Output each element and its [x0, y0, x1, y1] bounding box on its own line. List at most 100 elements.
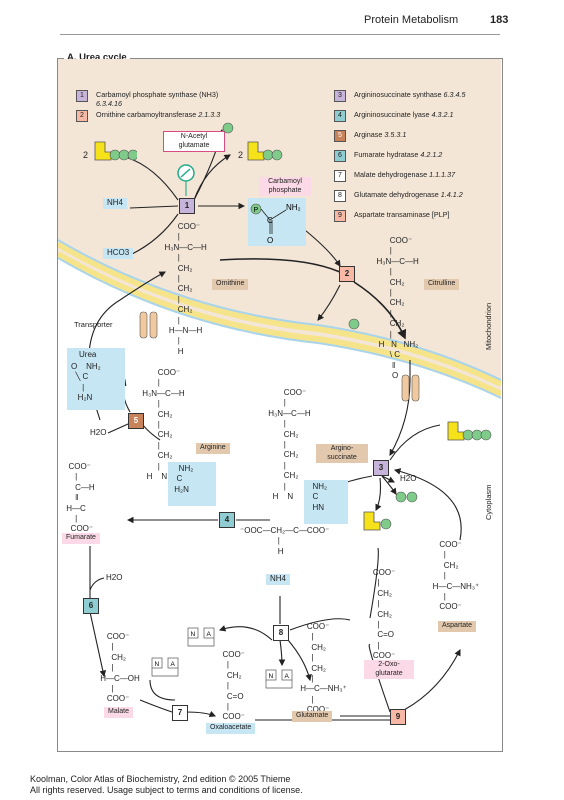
transporter-label: Transporter	[74, 320, 113, 329]
legend-swatch-6: 6	[334, 150, 346, 162]
hco3-input: HCO3	[103, 248, 134, 259]
nad-a-text: A	[171, 661, 176, 668]
urea-label: Urea	[79, 350, 97, 359]
enzyme-3-box: 3	[373, 460, 389, 476]
section-title: A. Urea cycle	[64, 52, 130, 63]
legend-4-ec: 4.3.2.1	[431, 110, 454, 119]
ornithine-label: Ornithine	[212, 279, 249, 290]
mitochondrion-label: Mitochondrion	[484, 302, 493, 350]
enzyme-6-box: 6	[83, 598, 99, 614]
legend-6: Fumarate hydratase 4.2.1.2	[354, 150, 442, 159]
activator-icon	[177, 164, 195, 182]
legend-swatch-5: 5	[334, 130, 346, 142]
citrulline-structure: COO⁻ | H₃N—C—H | CH₂ | CH₂ | CH₂ | H N N…	[376, 236, 419, 381]
enzyme-4-box: 4	[219, 512, 235, 528]
legend-7: Malate dehydrogenase 1.1.1.37	[354, 170, 455, 179]
enzyme-7-box: 7	[172, 705, 188, 721]
fumarate-structure: COO⁻ | C—H ‖ H—C | COO⁻	[66, 462, 95, 534]
two-atp-left-count: 2	[83, 150, 89, 160]
nadh-icon-top: N A	[187, 627, 215, 647]
legend-swatch-1: 1	[76, 90, 88, 102]
h2o-fumarase: H2O	[106, 573, 123, 582]
legend-swatch-3: 3	[334, 90, 346, 102]
aspartate-structure: COO⁻ | CH₂ | H—C—NH₃⁺ | COO⁻	[432, 540, 480, 612]
nad-bottom-n-text: N	[269, 673, 274, 680]
nh4-glutamate: NH4	[266, 574, 291, 585]
nh4-input: NH4	[103, 198, 128, 209]
oxoglutarate-structure: COO⁻ | CH₂ | CH₂ | C=O | COO⁻	[372, 568, 396, 661]
enzyme-1-box: 1	[179, 198, 195, 214]
carbamoyl-phosphate-structure: P NH₂ O C	[248, 198, 306, 246]
legend-5-ec: 3.5.3.1	[384, 130, 407, 139]
argininosuccinate-label: Argino-succinate	[316, 444, 368, 463]
enzyme-8-box: 8	[273, 625, 289, 641]
argininosuccinate-structure: COO⁻ | H₃N—C—H | CH₂ | CH₂ | CH₂ | H N	[268, 388, 311, 502]
carbamoyl-phosphate-label: Carbamoyl phosphate	[259, 177, 311, 196]
legend-1-ec: 6.3.4.16	[96, 99, 122, 108]
footer-copyright: Koolman, Color Atlas of Biochemistry, 2n…	[30, 774, 291, 784]
citrulline-label: Citrulline	[424, 279, 460, 290]
legend-3-name: Argininosuccinate synthase	[354, 90, 442, 99]
nad-icon-left: N A	[151, 657, 179, 677]
running-head: Protein Metabolism	[364, 14, 459, 26]
page-number: 183	[490, 14, 509, 26]
legend-3: Argininosuccinate synthase 6.3.4.5	[354, 90, 465, 99]
urea-box: Urea O NH₂ ╲ C | H₂N	[67, 348, 125, 410]
nad-bottom-a-text: A	[285, 673, 290, 680]
legend-1: Carbamoyl phosphate synthase (NH3)	[96, 90, 218, 99]
arginine-structure: COO⁻ | H₃N—C—H | CH₂ | CH₂ | CH₂ | H N	[142, 368, 185, 482]
legend-7-name: Malate dehydrogenase	[354, 170, 428, 179]
atp-left-icon	[94, 141, 137, 161]
footer-license: All rights reserved. Usage subject to te…	[30, 785, 303, 795]
nadh-n-text: N	[191, 631, 196, 638]
oxaloacetate-structure: COO⁻ | CH₂ | C=O | COO⁻	[222, 650, 245, 722]
atp-enzyme3-icon	[447, 421, 492, 441]
legend-swatch-2: 2	[76, 110, 88, 122]
oxaloacetate-label: Oxaloacetate	[206, 723, 256, 734]
legend-8-name: Glutamate dehydrogenase	[354, 190, 439, 199]
glutamate-structure: COO⁻ | CH₂ | CH₂ | H—C—NH₃⁺ | COO⁻	[300, 622, 347, 715]
h2o-arginase: H2O	[90, 428, 107, 437]
enzyme-9-box: 9	[390, 709, 406, 725]
legend-swatch-9: 9	[334, 210, 346, 222]
legend-2-name: Ornithine carbamoyltransferase	[96, 110, 197, 119]
nadh-a-text: A	[207, 631, 212, 638]
n-acetyl-glutamate-label: N-Acetyl glutamate	[163, 131, 225, 152]
svg-text:NH₂: NH₂	[286, 203, 301, 212]
legend-4-name: Argininosuccinate lyase	[354, 110, 430, 119]
nad-icon-bottom: N A	[265, 669, 293, 689]
nad-n-text: N	[155, 661, 160, 668]
adp-right-icon	[247, 141, 283, 161]
argininosuccinate-succinyl: ⁻OOC—CH₂—C—COO⁻ | H	[240, 526, 330, 556]
amp-icon	[363, 511, 392, 531]
enzyme-5-box: 5	[128, 413, 144, 429]
legend-swatch-4: 4	[334, 110, 346, 122]
legend-1-name: Carbamoyl phosphate synthase (NH3)	[96, 90, 219, 99]
legend-swatch-7: 7	[334, 170, 346, 182]
legend-6-ec: 4.2.1.2	[420, 150, 443, 159]
legend-8: Glutamate dehydrogenase 1.4.1.2	[354, 190, 463, 199]
legend-2: Ornithine carbamoyltransferase 2.1.3.3	[96, 110, 220, 119]
fumarate-label: Fumarate	[62, 533, 100, 544]
svg-text:O: O	[267, 236, 273, 245]
oxoglutarate-label: 2-Oxo-glutarate	[364, 660, 414, 679]
legend-7-ec: 1.1.1.37	[429, 170, 456, 179]
legend-swatch-8: 8	[334, 190, 346, 202]
figure-frame	[57, 58, 503, 752]
glutamate-label: Glutamate	[292, 711, 333, 722]
transporter-right-icon	[401, 374, 420, 402]
carbamoyl-p-text: P	[254, 207, 259, 214]
two-adp-right-count: 2	[238, 150, 244, 160]
arginine-guanidino-box: NH₂ C H₂N	[168, 462, 216, 506]
legend-2-ec: 2.1.3.3	[198, 110, 221, 119]
legend-9: Aspartate transaminase [PLP]	[354, 210, 449, 219]
legend-6-name: Fumarate hydratase	[354, 150, 419, 159]
phosphate-release-icon	[348, 318, 360, 330]
ornithine-structure: COO⁻ | H₃N—C—H | CH₂ | CH₂ | CH₂ | H—N—H…	[164, 222, 207, 356]
legend-8-ec: 1.4.1.2	[440, 190, 463, 199]
cytoplasm-label: Cytoplasm	[484, 484, 493, 520]
ppi-icon	[395, 491, 418, 503]
aspartate-label: Aspartate	[438, 621, 476, 632]
malate-label: Malate	[104, 707, 134, 718]
legend-4: Argininosuccinate lyase 4.3.2.1	[354, 110, 454, 119]
